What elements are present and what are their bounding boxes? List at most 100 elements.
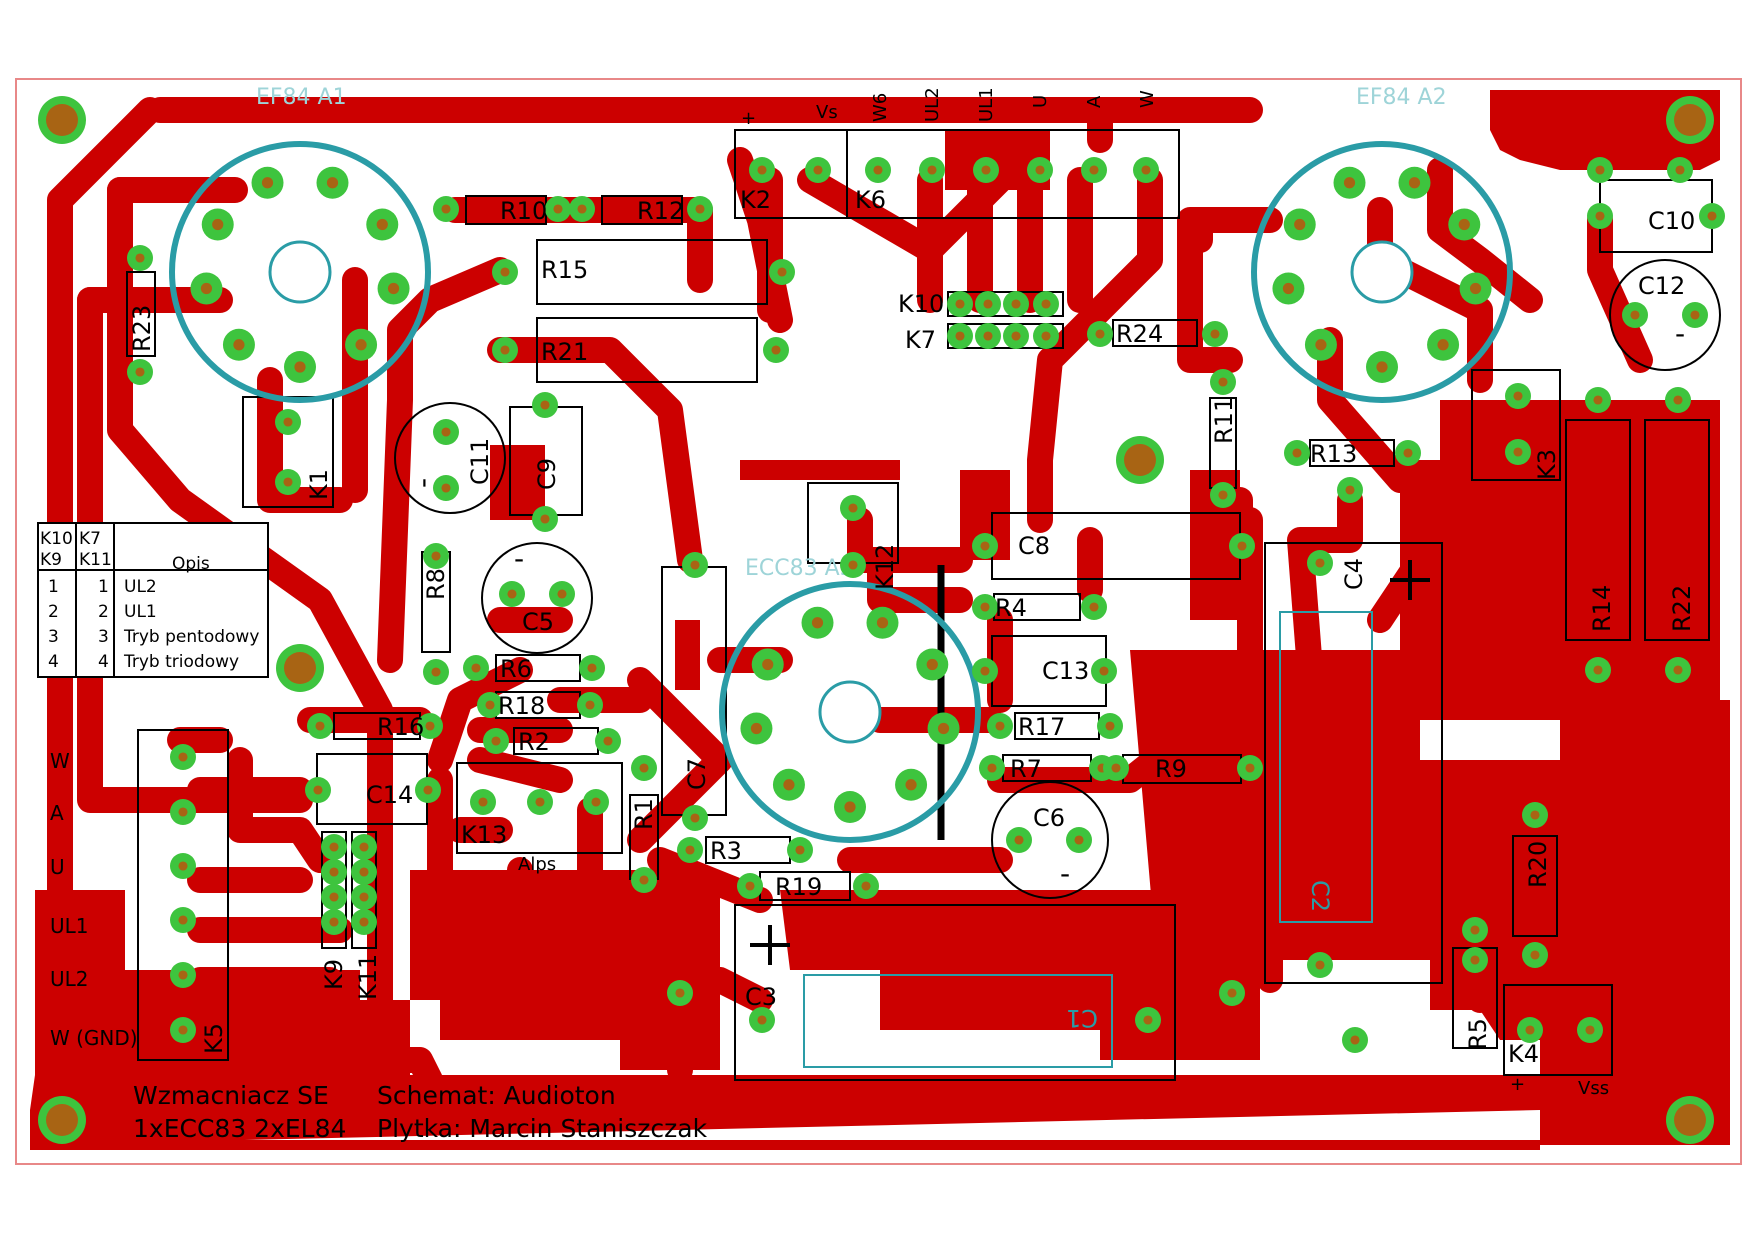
- drill-hole: [591, 797, 601, 807]
- label-c10: C10: [1648, 207, 1695, 235]
- label-k12: K12: [871, 544, 899, 590]
- drill-hole: [359, 867, 369, 877]
- drill-hole: [927, 165, 937, 175]
- footer-credit1: Schemat: Audioton: [377, 1081, 616, 1110]
- label-r22: R22: [1668, 585, 1696, 632]
- label-k1: K1: [305, 469, 333, 500]
- drill-hole: [690, 813, 700, 823]
- pads-layer: [38, 96, 1725, 1144]
- drill-hole: [553, 204, 563, 214]
- mount-drill: [1674, 1104, 1706, 1136]
- label-r1: R1: [630, 798, 658, 830]
- label-k9: K9: [320, 959, 348, 990]
- k4-plus-label: +: [1510, 1074, 1525, 1095]
- drill-hole: [329, 867, 339, 877]
- label-r24: R24: [1116, 320, 1163, 348]
- label-r12: R12: [637, 197, 684, 225]
- label-r21: R21: [541, 338, 588, 366]
- drill-hole: [1630, 310, 1640, 320]
- top-connector-labels: + Vs W6 UL2 UL1 U A W + Vss Alps: [518, 87, 1609, 1099]
- drill-hole: [1530, 950, 1540, 960]
- board-outline: [15, 78, 1742, 1165]
- drill-hole: [313, 785, 323, 795]
- drill-hole: [1593, 665, 1603, 675]
- drill-hole: [1403, 448, 1413, 458]
- table-header-k11: K11: [79, 550, 112, 570]
- drill-hole: [178, 1025, 188, 1035]
- tube-name-v3: ECC83 A3: [745, 556, 854, 581]
- drill-hole: [905, 779, 917, 791]
- drill-hole: [329, 842, 339, 852]
- drill-hole: [425, 721, 435, 731]
- label-r8: R8: [422, 568, 450, 600]
- drill-hole: [315, 721, 325, 731]
- drill-hole: [1089, 165, 1099, 175]
- drill-hole: [1035, 165, 1045, 175]
- drill-hole: [1074, 835, 1084, 845]
- table-r3c3: Tryb pentodowy: [123, 627, 259, 647]
- drill-hole: [507, 589, 517, 599]
- drill-hole: [1041, 331, 1051, 341]
- drill-hole: [585, 700, 595, 710]
- drill-hole: [587, 663, 597, 673]
- drill-hole: [848, 503, 858, 513]
- footer-title1: Wzmacniacz SE: [133, 1081, 329, 1110]
- drill-hole: [750, 722, 763, 735]
- drill-hole: [329, 917, 339, 927]
- drill-hole: [1111, 763, 1121, 773]
- table-r4c3: Tryb triodowy: [123, 652, 239, 672]
- drill-hole: [639, 763, 649, 773]
- drill-hole: [955, 299, 965, 309]
- drill-hole: [359, 892, 369, 902]
- tube-name-v1: EF84 A1: [256, 85, 347, 110]
- drill-hole: [1673, 665, 1683, 675]
- drill-hole: [1089, 602, 1099, 612]
- drill-hole: [603, 736, 613, 746]
- component-labels: R10 R12 R15 R21 R23 R8 R6 R18 R2 R16 R1 …: [128, 186, 1696, 1068]
- jumper-table: K10 K9 K7 K11 Opis 1 1 UL2 2 2 UL1 3 3 T…: [37, 522, 269, 678]
- table-header-k9: K9: [40, 550, 62, 570]
- drill-hole: [1469, 282, 1482, 295]
- tube-socket-v1: [169, 141, 431, 403]
- label-k7: K7: [905, 326, 936, 354]
- footer-credit2: Plytka: Marcin Staniszczak: [377, 1114, 708, 1143]
- table-r3c2: 3: [98, 627, 109, 647]
- drill-hole: [478, 797, 488, 807]
- c11-minus: -: [406, 478, 439, 488]
- c5-minus: -: [514, 542, 524, 575]
- label-c3: C3: [745, 983, 777, 1011]
- table-r2c1: 2: [48, 602, 59, 622]
- drill-hole: [1376, 361, 1388, 373]
- mount-drill: [1674, 104, 1706, 136]
- drill-hole: [1593, 395, 1603, 405]
- table-r2c2: 2: [98, 602, 109, 622]
- drill-hole: [423, 785, 433, 795]
- drill-hole: [1218, 490, 1228, 500]
- drill-hole: [1218, 377, 1228, 387]
- label-r6: R6: [500, 655, 532, 683]
- drill-hole: [757, 1015, 767, 1025]
- label-r18: R18: [498, 692, 545, 720]
- drill-hole: [1143, 1015, 1153, 1025]
- drill-hole: [795, 845, 805, 855]
- footer-title2: 1xECC83 2xEL84: [133, 1114, 346, 1143]
- drill-hole: [639, 875, 649, 885]
- tube-socket-v3: [719, 581, 981, 843]
- drill-hole: [783, 779, 795, 791]
- left-label-u: U: [50, 855, 65, 879]
- drill-hole: [1105, 721, 1115, 731]
- tube-name-v2: EF84 A2: [1356, 85, 1447, 110]
- drill-hole: [1513, 391, 1523, 401]
- drill-hole: [355, 339, 367, 351]
- drill-hole: [1011, 299, 1021, 309]
- label-k3: K3: [1533, 449, 1561, 480]
- drill-hole: [695, 204, 705, 214]
- table-r1c2: 1: [98, 577, 109, 597]
- label-k11: K11: [354, 954, 382, 1000]
- label-r11: R11: [1210, 397, 1238, 444]
- label-k5: K5: [200, 1023, 228, 1054]
- drill-hole: [326, 177, 339, 189]
- drill-hole: [1315, 960, 1325, 970]
- label-r5: R5: [1464, 1018, 1492, 1050]
- drill-hole: [471, 663, 481, 673]
